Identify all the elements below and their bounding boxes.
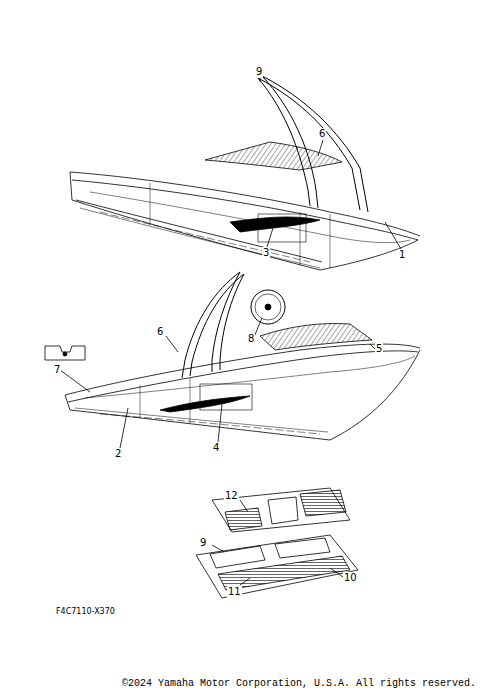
callout-number: 7 [53,364,61,376]
callout-number: 9 [199,537,207,549]
callout-number: 8 [247,333,255,345]
callout-number: 4 [212,442,220,454]
callout-number: 10 [343,572,358,584]
copyright-note: ©2024 Yamaha Motor Corporation, U.S.A. A… [122,679,476,689]
interior-seats [196,488,358,598]
callout-number: 12 [224,490,239,502]
callout-number: 2 [114,448,122,460]
callout-number: 11 [227,586,242,598]
callout-number: 6 [318,128,326,140]
callout-number: 3 [262,247,270,259]
callout-number: 9 [255,66,263,78]
callout-number: 6 [156,326,164,338]
boat-middle [45,272,420,448]
figure-code: F4C7110-X370 [56,608,115,616]
boat-top [70,76,420,270]
callout-number: 1 [398,249,406,261]
callout-number: 5 [375,343,383,355]
